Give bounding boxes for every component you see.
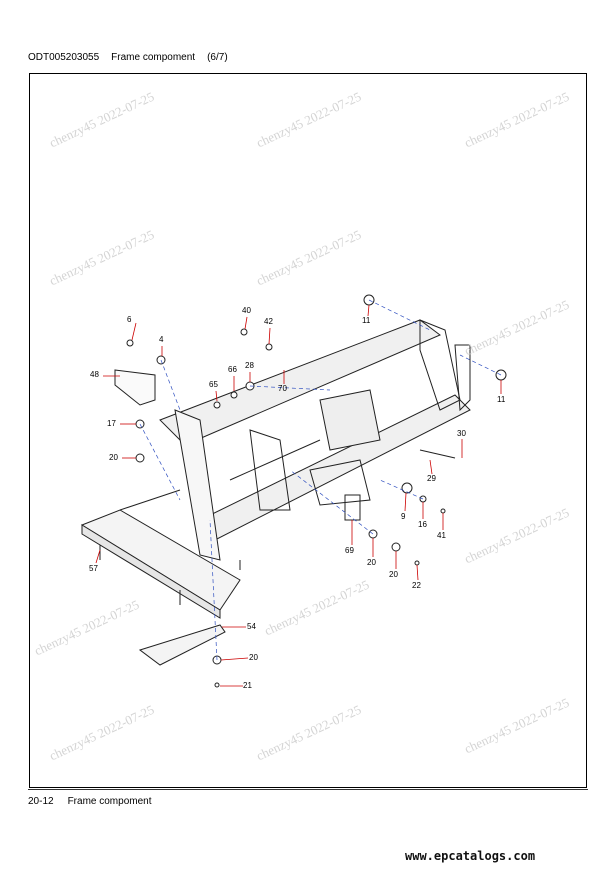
header-title: Frame compoment (111, 52, 196, 63)
callout-label: 11 (497, 395, 506, 404)
callout-label: 42 (264, 317, 273, 326)
catalog-code: ODT005203055 (28, 52, 100, 63)
callout-label: 54 (247, 622, 256, 631)
callout-label: 70 (278, 384, 287, 393)
page-footer: 20-12 Frame compoment (28, 796, 166, 807)
callout-label: 16 (418, 520, 427, 529)
callout-label: 20 (367, 558, 376, 567)
callout-label: 21 (243, 681, 252, 690)
page-header: ODT005203055 Frame compoment (6/7) (28, 52, 240, 63)
callout-label: 28 (245, 361, 254, 370)
callout-label: 30 (457, 429, 466, 438)
callout-label: 29 (427, 474, 436, 483)
page-number: 20-12 (28, 796, 54, 807)
callout-label: 11 (362, 316, 371, 325)
callout-label: 66 (228, 365, 237, 374)
callout-label: 48 (90, 370, 99, 379)
site-watermark: www.epcatalogs.com (405, 849, 536, 863)
callout-label: 20 (389, 570, 398, 579)
callout-label: 20 (109, 453, 118, 462)
callout-label: 6 (127, 315, 132, 324)
callout-label: 41 (437, 531, 446, 540)
header-page: (6/7) (207, 52, 228, 63)
footer-section: Frame compoment (67, 796, 152, 807)
callout-label: 4 (159, 335, 164, 344)
callout-label: 69 (345, 546, 354, 555)
callout-label: 9 (401, 512, 406, 521)
callout-label: 22 (412, 581, 421, 590)
callout-label: 65 (209, 380, 218, 389)
diagram-frame (29, 73, 587, 788)
callout-label: 40 (242, 306, 251, 315)
footer-rule (28, 789, 588, 790)
callout-label: 17 (107, 419, 116, 428)
callout-label: 20 (249, 653, 258, 662)
callout-label: 57 (89, 564, 98, 573)
